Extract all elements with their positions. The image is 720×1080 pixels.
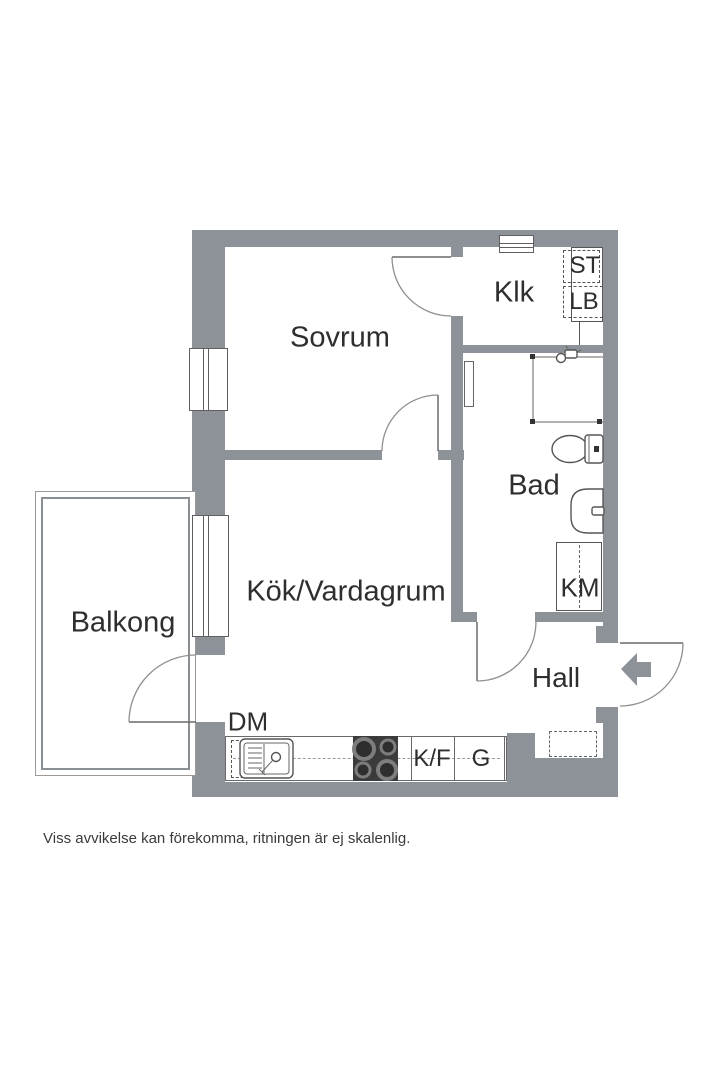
unit-label-lb: LB	[569, 288, 599, 315]
shower-corner-dot	[597, 419, 602, 424]
wall-right-upper	[603, 247, 618, 643]
closet-recess	[571, 247, 603, 322]
bedroom-window	[189, 348, 228, 411]
room-label-kitchen-living: Kök/Vardagrum	[246, 575, 446, 608]
entry-jamb-bottom	[596, 707, 603, 723]
unit-divider	[411, 737, 412, 780]
unit-divider	[454, 737, 455, 780]
shower-corner-dot	[530, 419, 535, 424]
room-label-balcony: Balkong	[70, 606, 176, 639]
closet-wall-stub-top	[451, 247, 463, 257]
wall-left-b	[192, 411, 225, 515]
room-label-bedroom: Sovrum	[290, 321, 390, 354]
unit-label-km: KM	[560, 572, 600, 603]
wall-left-d	[192, 722, 225, 782]
bedroom-south-wall	[225, 450, 382, 460]
bathroom-west-wall	[451, 316, 463, 612]
unit-label-g: G	[471, 745, 491, 772]
window-glass-line	[208, 516, 209, 636]
washing-machine-box	[556, 542, 602, 611]
bathroom-door-arc	[476, 621, 537, 682]
st-unit	[563, 250, 600, 283]
hall-sw-wall-block	[507, 733, 535, 782]
entry-door-arc	[619, 642, 684, 707]
bathroom-duct	[464, 361, 474, 407]
shower-corner-dot	[530, 354, 535, 359]
lb-unit	[563, 286, 603, 318]
closet-top-window	[499, 235, 534, 253]
room-label-hall: Hall	[531, 662, 581, 693]
kitchen-balcony-window	[192, 515, 229, 637]
closet-divider-line	[579, 322, 580, 345]
balcony-railing-inner	[41, 497, 190, 770]
entry-jamb-top	[596, 626, 603, 643]
balcony-railing	[35, 491, 196, 776]
dishwasher-dashed	[231, 740, 278, 778]
unit-label-kf: K/F	[413, 745, 451, 772]
unit-label-dm: DM	[227, 706, 269, 737]
hall-wardrobe-dashed	[549, 731, 597, 757]
window-glass-line	[203, 516, 204, 636]
wall-left-a	[192, 230, 225, 348]
bathroom-south-wall	[535, 612, 603, 622]
wall-left-c	[192, 637, 225, 655]
room-label-closet: Klk	[493, 276, 535, 309]
window-glass-line	[208, 349, 209, 410]
unit-label-st: ST	[569, 252, 601, 279]
stove	[353, 736, 398, 781]
basin-icon	[570, 488, 605, 534]
bathroom-sw-stub	[451, 612, 477, 622]
window-glass-line	[500, 243, 533, 244]
kitchen-counter	[225, 736, 507, 781]
wall-bottom	[192, 782, 618, 797]
toilet-icon	[551, 434, 604, 464]
window-glass-line	[500, 247, 533, 248]
disclaimer-text: Viss avvikelse kan förekomma, ritningen …	[43, 830, 411, 847]
entry-arrow-icon	[621, 653, 651, 686]
hall-recess-bottom-wall	[535, 758, 618, 782]
window-glass-line	[203, 349, 204, 410]
unit-divider	[504, 737, 505, 780]
closet-south-wall	[451, 345, 603, 353]
room-label-bathroom: Bad	[508, 469, 560, 502]
washing-machine-divider	[579, 545, 580, 608]
wall-top	[192, 230, 618, 247]
closet-door-arc	[391, 256, 452, 317]
shower-outline	[532, 356, 603, 423]
bedroom-door-arc	[381, 394, 439, 452]
